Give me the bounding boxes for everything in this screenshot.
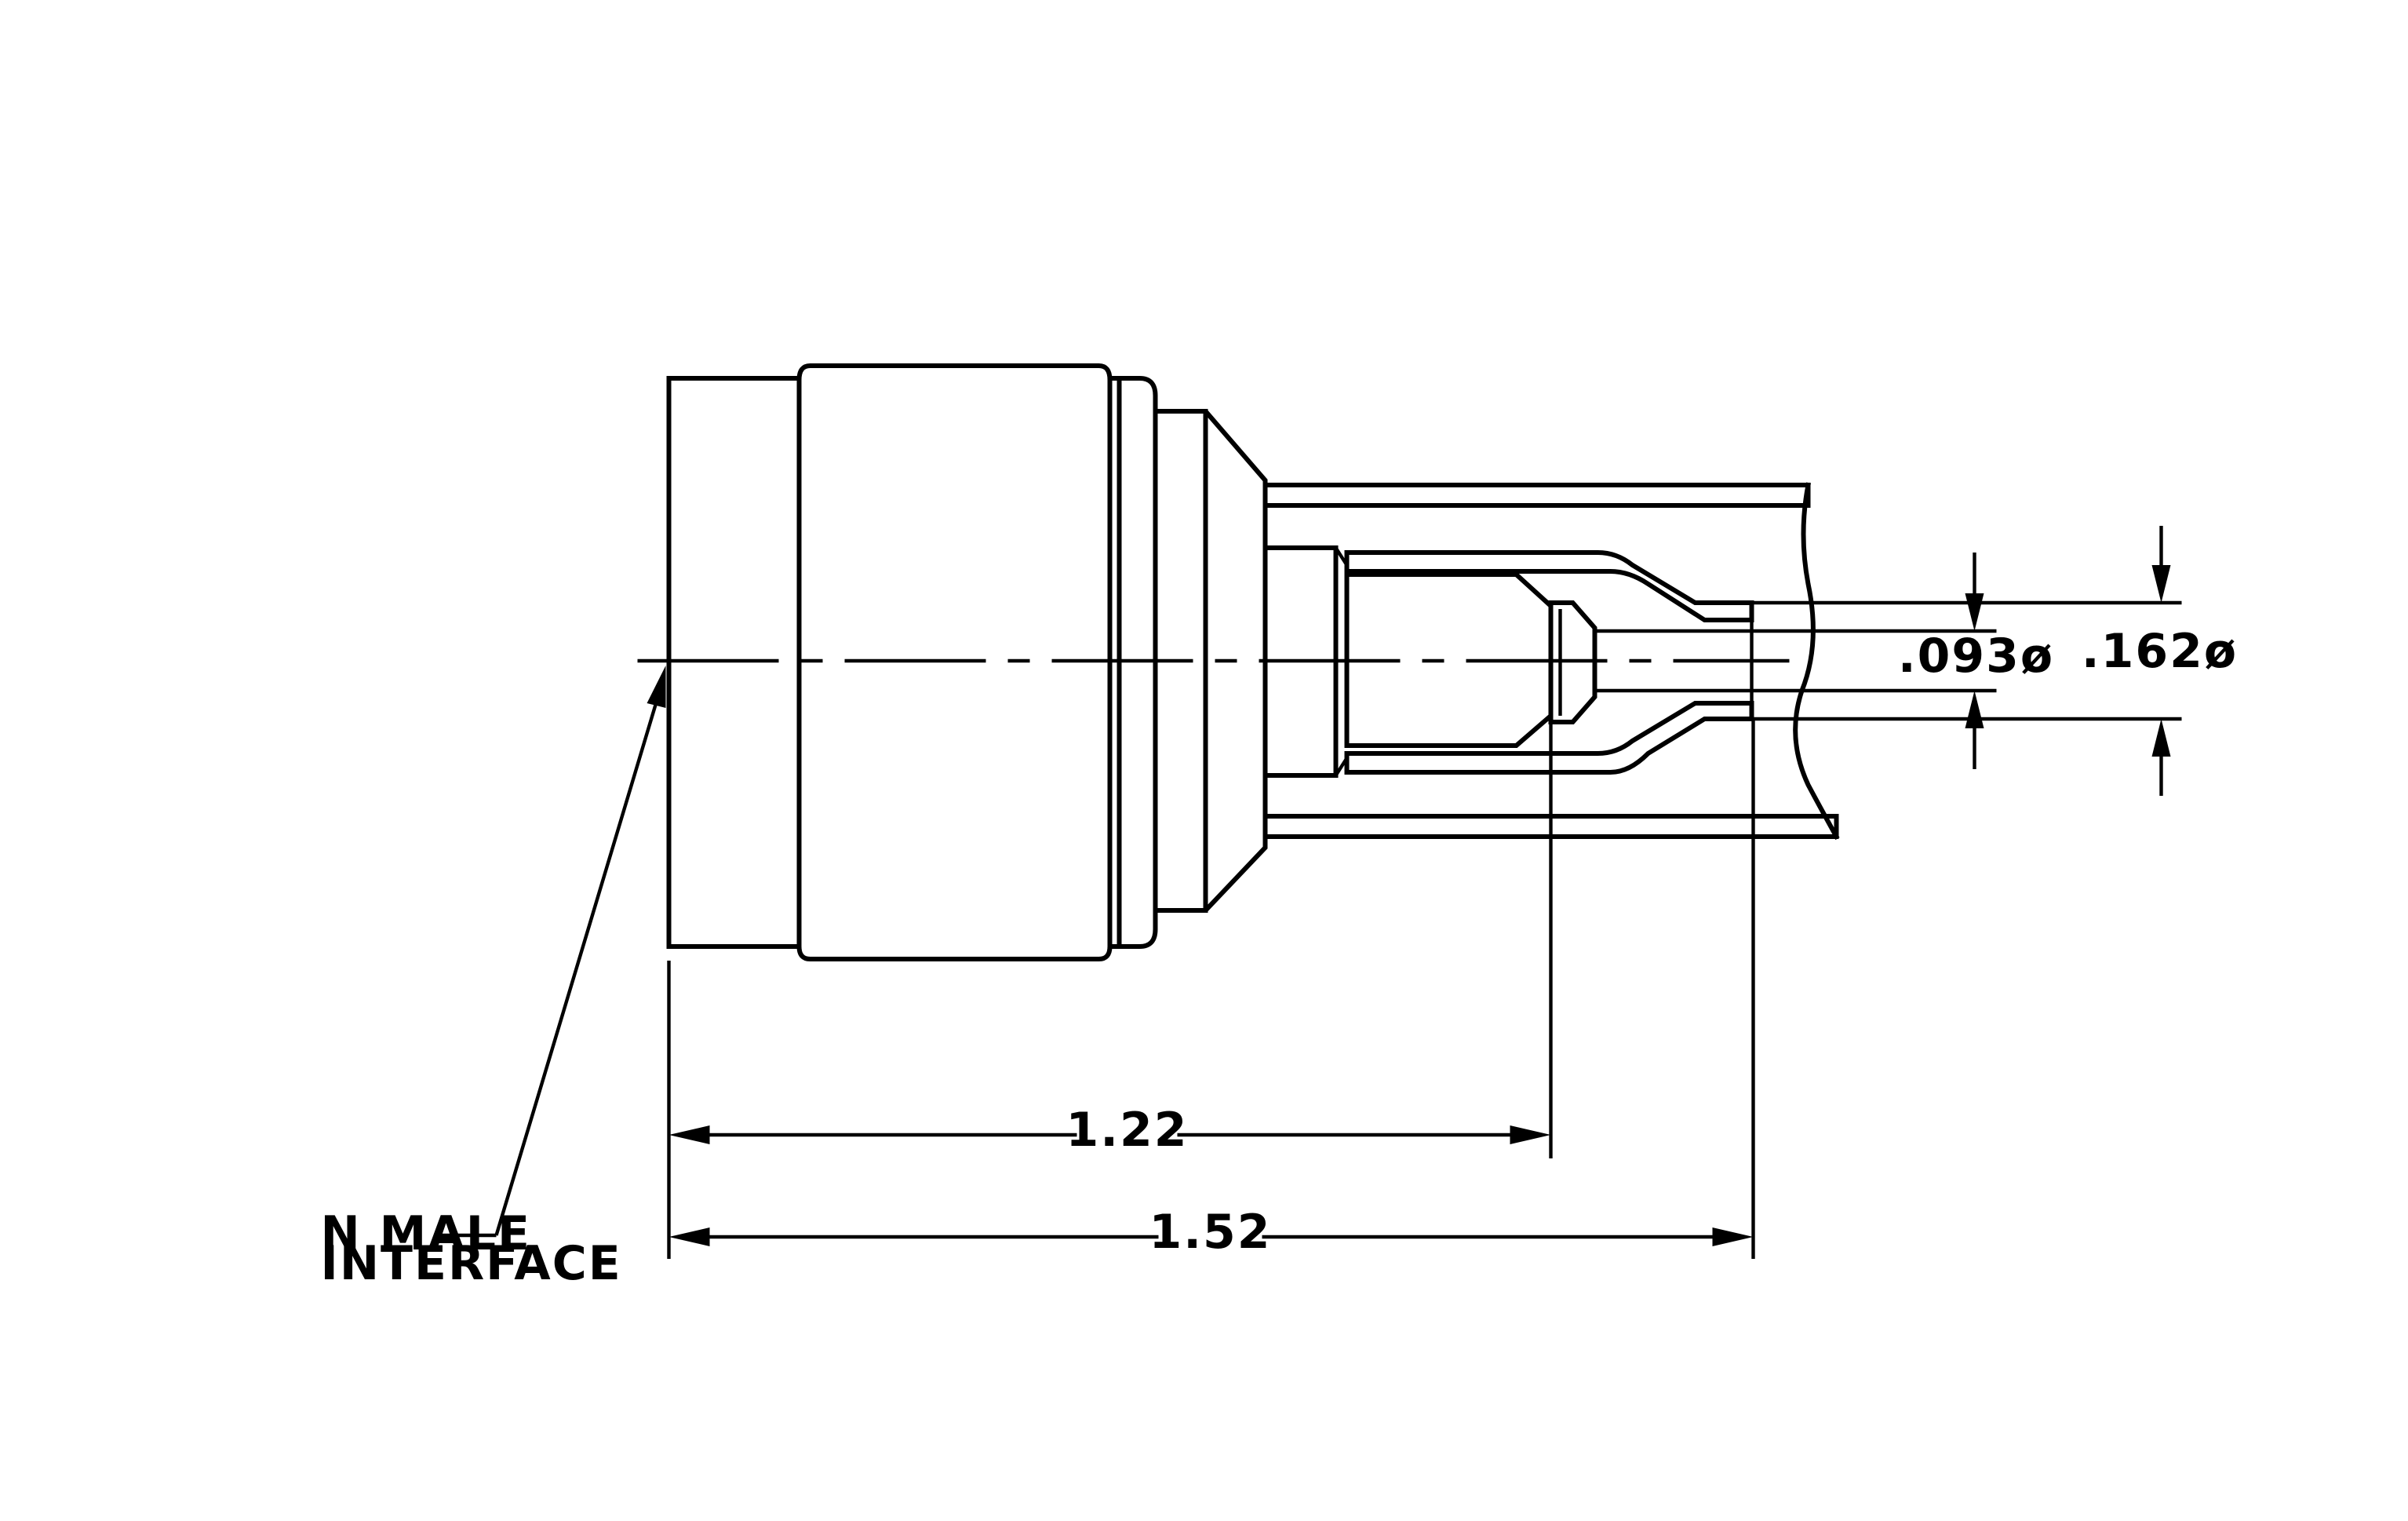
callout-label-line2: INTERFACE — [321, 1236, 622, 1291]
dimension-cable-diameter: .162ø — [2082, 526, 2238, 796]
dim-label-162: .162ø — [2082, 624, 2238, 679]
callout-label-line1: N MALE — [321, 1206, 531, 1261]
dim-label-1-22: 1.22 — [1066, 1103, 1188, 1158]
dimension-1-22: 1.22 — [668, 1103, 1551, 1158]
dimension-pin-diameter: .093ø — [1898, 553, 2054, 769]
dimension-1-52: 1.52 — [668, 1205, 1754, 1260]
dim-label-1-52: 1.52 — [1149, 1205, 1271, 1260]
extension-lines — [667, 600, 2182, 1259]
interface-callout: N MALE INTERFACE — [321, 666, 666, 1291]
dim-label-093: .093ø — [1898, 629, 2054, 684]
